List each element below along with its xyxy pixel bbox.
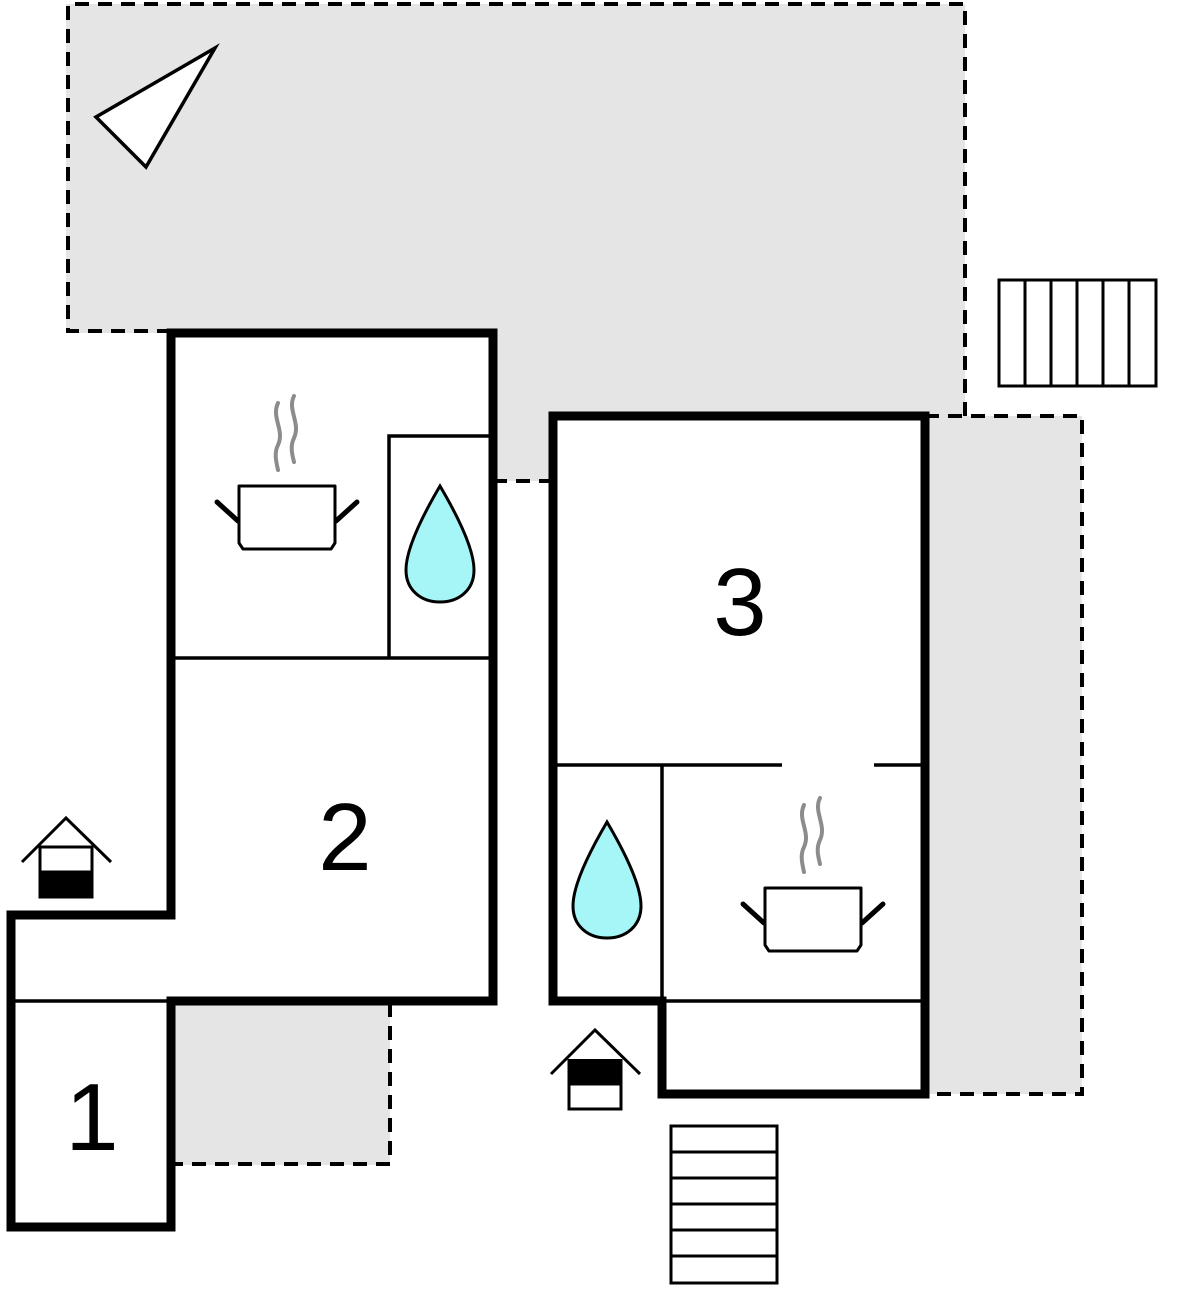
walls [6, 328, 930, 1232]
terrace-top [66, 4, 965, 481]
cooking-pot-icon [740, 796, 886, 953]
building-right-wall [548, 411, 930, 1099]
stairs-icon [669, 1124, 779, 1285]
interior-walls [15, 434, 921, 1003]
room-number-1: 1 [65, 1064, 118, 1171]
north-arrow-icon [93, 43, 220, 170]
room-number-3: 3 [713, 549, 766, 656]
water-drop-icon [404, 483, 476, 604]
terrace-right-border [925, 414, 1084, 1096]
cooking-pot-icon [214, 394, 360, 551]
room-number-2: 2 [318, 784, 371, 891]
water-drop-icon [571, 819, 643, 940]
terrace-small-border [175, 1003, 392, 1166]
terraces [66, 4, 1082, 1165]
terrace-small [173, 1003, 390, 1165]
stairs-icon [997, 278, 1158, 388]
terrace-right [925, 416, 1082, 1094]
entrance-house-icon [549, 1027, 642, 1111]
entrance-house-icon [20, 815, 113, 899]
building-left-wall [6, 328, 498, 1232]
terrace-borders [66, 2, 1084, 1166]
partition-bathroom-2 [387, 434, 489, 658]
